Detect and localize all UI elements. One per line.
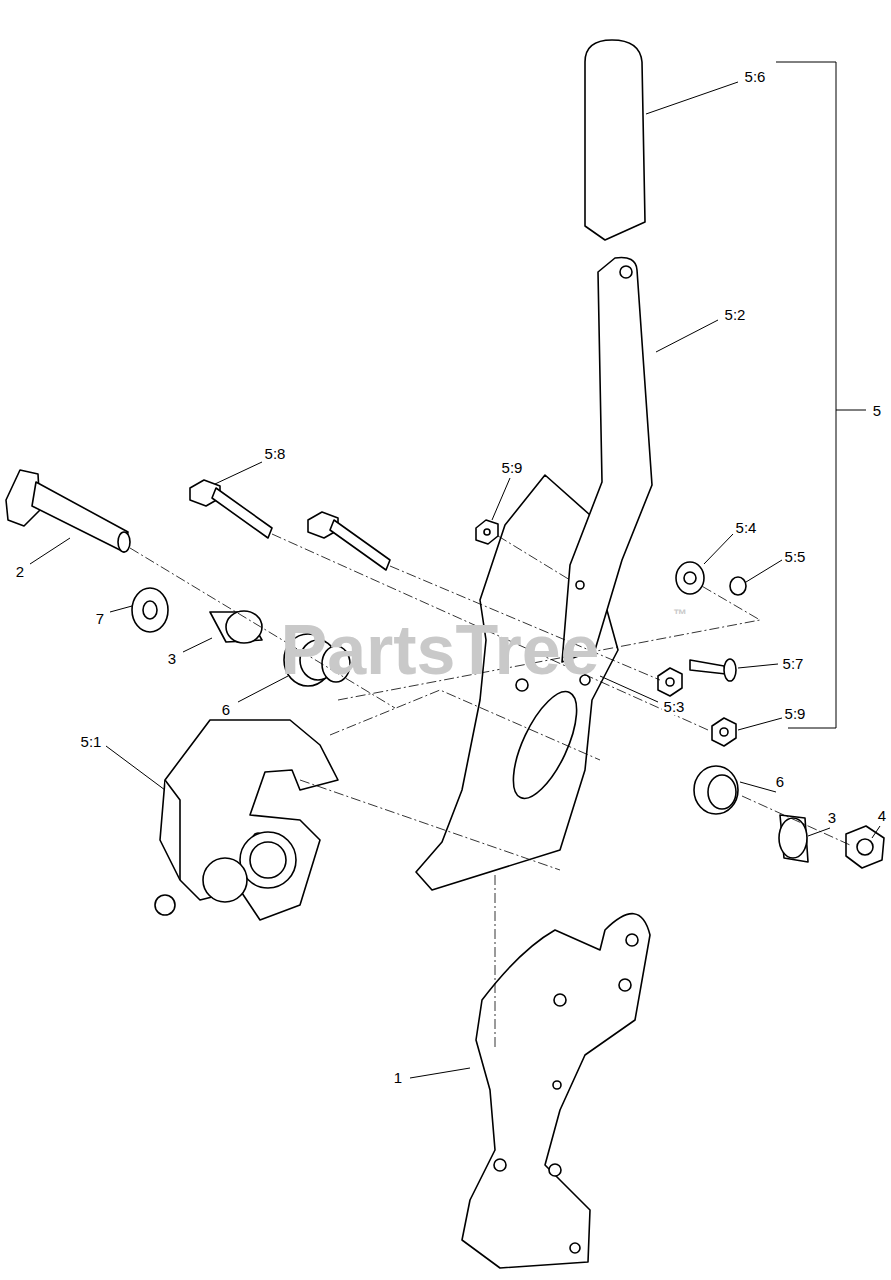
callout-number: 7 — [94, 610, 106, 627]
callout-number: 6 — [774, 773, 786, 790]
callout-number: 3 — [826, 809, 838, 826]
callout-number: 6 — [220, 701, 232, 718]
callout-number: 1 — [392, 1069, 404, 1086]
callout-number: 5:3 — [662, 698, 687, 715]
callout-number: 5:6 — [743, 68, 768, 85]
callout-number: 5:5 — [783, 548, 808, 565]
callout-number: 5:4 — [734, 519, 759, 536]
callout-number: 3 — [166, 650, 178, 667]
watermark: ™ — [673, 607, 687, 621]
callout-number: 5:9 — [500, 459, 525, 476]
callout-number: 4 — [876, 807, 888, 824]
callout-number: 5:2 — [723, 306, 748, 323]
callout-number: 5:8 — [263, 445, 288, 462]
callout-number: 5 — [871, 402, 883, 419]
callout-number: 5:1 — [79, 733, 104, 750]
callout-number: 5:9 — [783, 705, 808, 722]
callout-number: 2 — [14, 563, 26, 580]
watermark: PartsTree — [280, 615, 599, 685]
callout-number: 5:7 — [781, 655, 806, 672]
